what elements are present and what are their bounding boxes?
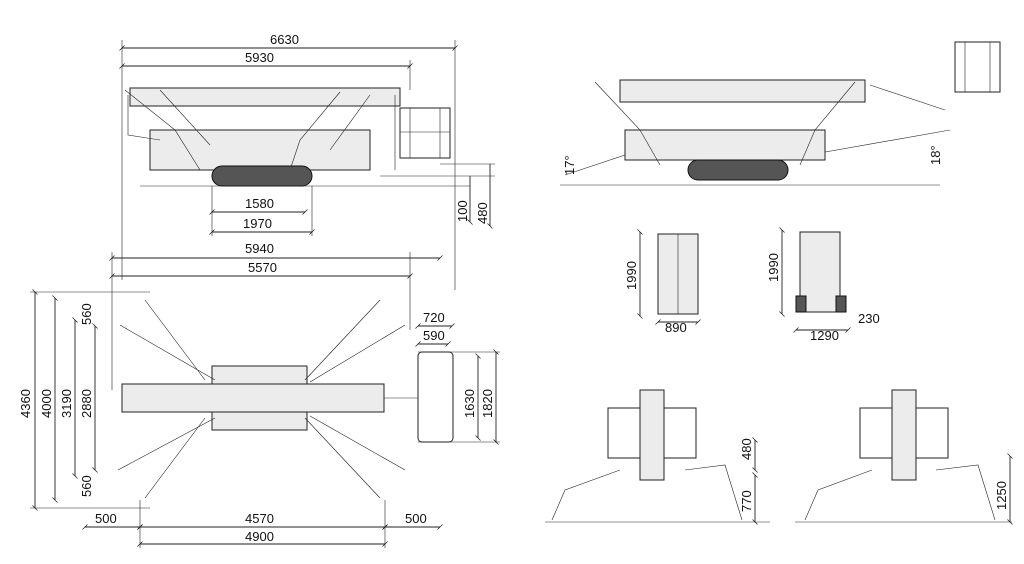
dim-raised-height: 1250 bbox=[994, 481, 1009, 510]
dim-basket-height: 480 bbox=[739, 438, 754, 460]
dim-outrigger-span-y: 4000 bbox=[39, 389, 54, 418]
dim-overall-length: 6630 bbox=[270, 32, 299, 47]
platform-view-left: 480 770 bbox=[545, 389, 770, 525]
dim-front-width-1: 890 bbox=[665, 320, 687, 335]
angle-right: 18° bbox=[928, 145, 943, 165]
dim-outrigger-span-x: 5940 bbox=[245, 241, 274, 256]
dim-right-offset: 500 bbox=[405, 511, 427, 526]
dim-platform-inner-width: 1630 bbox=[462, 389, 477, 418]
dim-pad-span: 2880 bbox=[79, 389, 94, 418]
dim-platform-inner: 590 bbox=[423, 328, 445, 343]
angle-left: 17° bbox=[562, 155, 577, 175]
top-view: 5940 5570 720 590 4360 4000 3190 2880 56… bbox=[18, 241, 500, 548]
dim-footprint-inner: 4570 bbox=[245, 511, 274, 526]
machine-top-drawing bbox=[117, 299, 454, 499]
dim-track-offset: 230 bbox=[858, 311, 880, 326]
dim-platform-width: 1820 bbox=[480, 389, 495, 418]
side-view: 6630 5930 1580 1970 100 bbox=[119, 32, 495, 290]
dim-track-height: 480 bbox=[475, 202, 490, 224]
dim-inner-span: 3190 bbox=[59, 389, 74, 418]
machine-slope-drawing bbox=[594, 41, 1001, 181]
front-view-narrow: 1990 890 bbox=[624, 229, 701, 335]
dim-pad-offset-bottom: 560 bbox=[79, 475, 94, 497]
dim-pad-offset-top: 560 bbox=[79, 303, 94, 325]
dim-overall-width: 4360 bbox=[18, 389, 33, 418]
dim-ground-height: 770 bbox=[739, 490, 754, 512]
dim-outrigger-inner-x: 5570 bbox=[248, 260, 277, 275]
dim-platform-depth: 720 bbox=[423, 310, 445, 325]
dim-track-length: 1580 bbox=[245, 196, 274, 211]
dim-machine-length: 1970 bbox=[243, 216, 272, 231]
dim-left-offset: 500 bbox=[95, 511, 117, 526]
platform-view-right: 1250 bbox=[795, 389, 1013, 525]
dim-front-height-2: 1990 bbox=[766, 253, 781, 282]
dim-front-width-2: 1290 bbox=[810, 328, 839, 343]
slope-view: 17° 18° bbox=[560, 41, 1001, 186]
front-view-wide: 1990 1290 230 bbox=[766, 227, 880, 343]
machine-side-drawing bbox=[124, 87, 470, 187]
dim-front-height-1: 1990 bbox=[624, 261, 639, 290]
dim-boom-length: 5930 bbox=[245, 50, 274, 65]
dim-footprint-overall: 4900 bbox=[245, 529, 274, 544]
dim-ground-clearance: 100 bbox=[455, 200, 470, 222]
